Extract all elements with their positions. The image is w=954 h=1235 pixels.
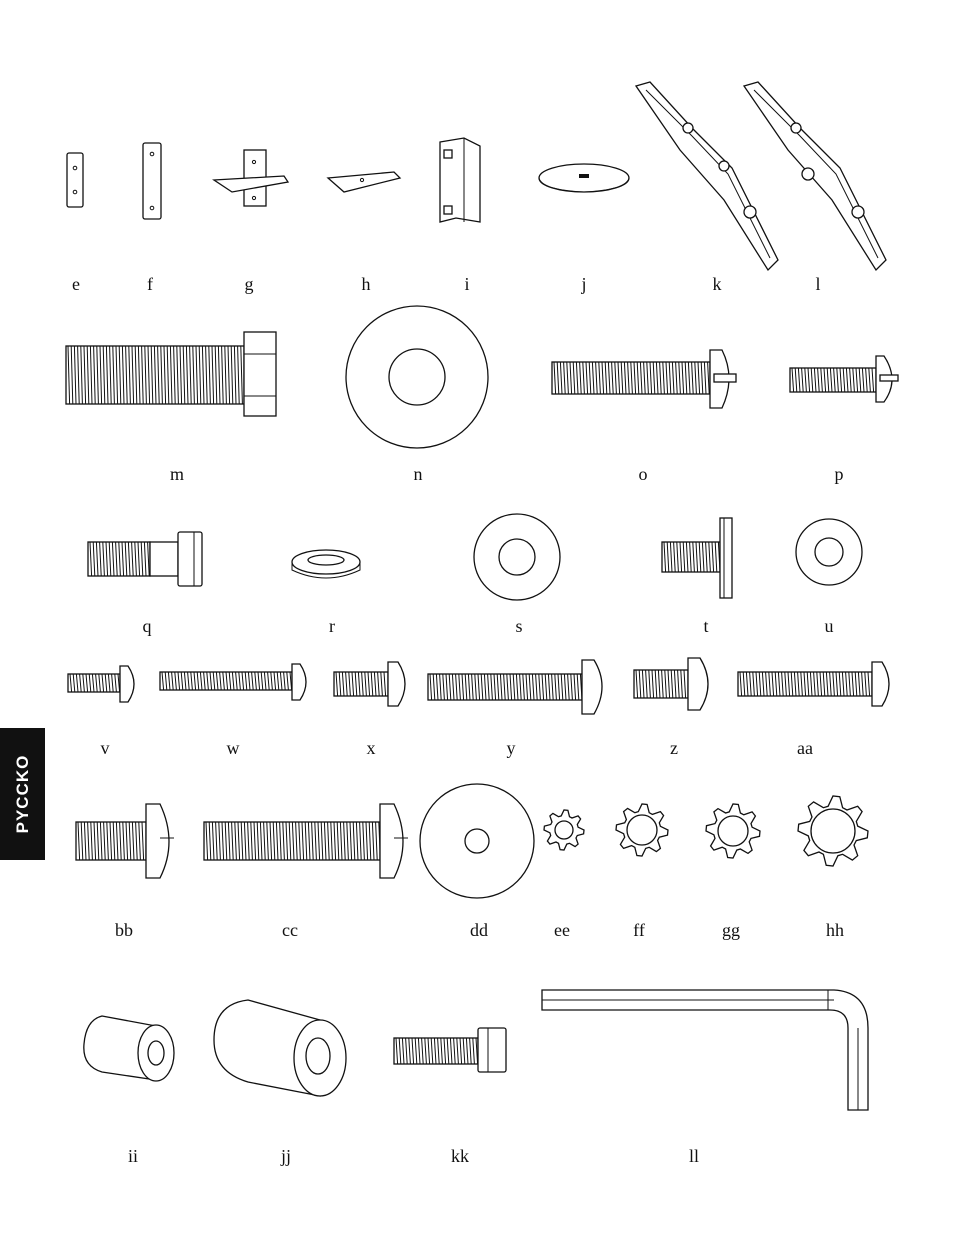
part-s-washer-icon [472,512,562,602]
part-label-bb: bb [115,920,133,940]
part-label-n: n [413,464,423,484]
part-gg-star-washer-icon [704,802,762,860]
part-cc-screw-icon [202,802,408,882]
part-p-pan-screw-icon [788,354,900,404]
part-label-kk: kk [451,1146,469,1166]
part-label-h: h [361,274,371,294]
part-label-k: k [712,274,722,294]
part-label-s: s [515,616,523,636]
part-e-plate-icon [66,152,86,210]
part-label-jj: jj [280,1146,292,1166]
part-label-z: z [670,738,678,758]
part-ff-star-washer-icon [614,802,670,858]
part-label-dd: dd [470,920,488,940]
part-label-u: u [824,616,834,636]
part-label-o: o [638,464,648,484]
part-dd-washer-icon [418,782,538,902]
part-ii-spacer-icon [80,1010,180,1086]
part-label-cc: cc [282,920,298,940]
part-label-i: i [464,274,470,294]
part-label-ll: ll [688,1146,700,1166]
part-j-cap-icon [536,160,632,200]
part-k-arm-icon [632,80,792,276]
part-ll-hex-key-icon [540,988,874,1118]
part-kk-socket-screw-icon [392,1026,512,1076]
part-label-aa: aa [797,738,813,758]
part-label-x: x [366,738,376,758]
part-label-q: q [142,616,152,636]
part-bb-screw-icon [74,802,174,882]
part-label-ii: ii [127,1146,139,1166]
part-o-pan-screw-icon [550,346,737,412]
part-n-washer-icon [344,304,490,450]
part-v-screw-icon [66,664,138,704]
part-label-t: t [703,616,709,636]
part-label-g: g [244,274,254,294]
part-h-bracket-icon [326,166,406,196]
part-r-lock-washer-icon [288,546,368,580]
part-label-f: f [147,274,153,294]
part-f-plate-icon [142,142,164,222]
part-jj-spacer-icon [212,996,347,1102]
part-l-arm-icon [740,80,900,276]
part-label-p: p [834,464,844,484]
part-aa-screw-icon [736,660,892,710]
part-label-e: e [72,274,80,294]
part-ee-star-washer-icon [542,808,586,852]
part-label-r: r [329,616,335,636]
part-label-l: l [815,274,821,294]
part-u-washer-icon [793,516,865,588]
part-g-bracket-icon [212,148,292,210]
part-m-hex-bolt-icon [64,330,280,420]
part-label-hh: hh [826,920,844,940]
part-x-screw-icon [332,660,408,710]
language-tab-label: PYCCKO [12,754,32,834]
part-label-ee: ee [554,920,570,940]
part-w-screw-icon [158,662,310,702]
part-q-socket-bolt-icon [86,530,206,590]
part-label-gg: gg [722,920,740,940]
part-z-screw-icon [632,656,714,714]
part-label-w: w [226,738,240,758]
part-hh-star-washer-icon [796,794,870,868]
part-label-y: y [506,738,516,758]
part-label-ff: ff [633,920,645,940]
part-t-flat-screw-icon [660,516,736,602]
part-i-block-icon [436,136,486,226]
part-label-v: v [100,738,110,758]
part-label-m: m [169,464,185,484]
language-side-tab: PYCCKO [0,728,45,860]
part-y-screw-icon [426,658,606,716]
part-label-j: j [581,274,587,294]
